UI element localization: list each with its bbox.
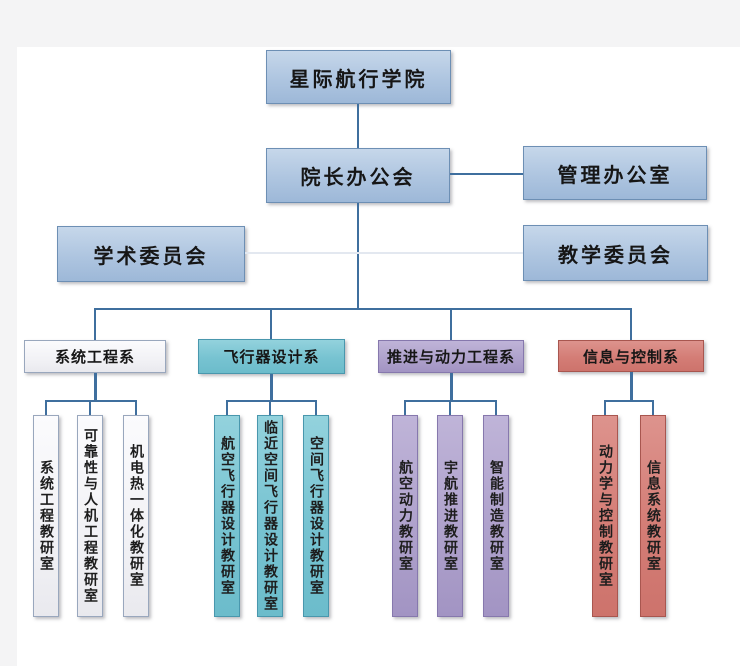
vertical-label: 空间飞行器设计教研室 — [308, 436, 324, 596]
page-margin-left — [0, 47, 17, 666]
node-office-astronautic-propulsion: 宇航推进教研室 — [437, 415, 463, 617]
node-office-near-space-vehicle-design: 临近空间飞行器设计教研室 — [257, 415, 283, 617]
connector-bar-dept-4 — [604, 400, 654, 402]
connector-drop-2-3 — [315, 400, 317, 415]
connector-stem-dept-2 — [270, 374, 273, 400]
node-office-aeronautical-vehicle-design: 航空飞行器设计教研室 — [214, 415, 240, 617]
node-dept-aircraft-design: 飞行器设计系 — [198, 339, 345, 374]
connector-drop-3-2 — [449, 400, 451, 415]
connector-department-bus — [95, 308, 632, 310]
node-office-systems-engineering: 系统工程教研室 — [33, 415, 59, 617]
node-college: 星际航行学院 — [266, 50, 451, 104]
connector-stem-dept-4 — [630, 372, 633, 400]
vertical-label: 航空动力教研室 — [397, 460, 413, 572]
node-dept-propulsion-power: 推进与动力工程系 — [378, 340, 524, 373]
page-margin-top — [0, 0, 740, 47]
connector-drop-1-3 — [135, 400, 137, 415]
connector-drop-4-2 — [652, 400, 654, 415]
vertical-label: 宇航推进教研室 — [442, 460, 458, 572]
vertical-label: 航空飞行器设计教研室 — [219, 436, 235, 596]
connector-drop-1-2 — [89, 400, 91, 415]
connector-dean-admin — [450, 173, 523, 175]
connector-drop-3-1 — [404, 400, 406, 415]
connector-drop-1-1 — [45, 400, 47, 415]
connector-stem-dept-1 — [94, 373, 97, 400]
node-dean-office: 院长办公会 — [266, 148, 450, 203]
node-office-space-vehicle-design: 空间飞行器设计教研室 — [303, 415, 329, 617]
node-office-reliability-human-machine: 可靠性与人机工程教研室 — [77, 415, 103, 617]
connector-bar-dept-1 — [45, 400, 137, 402]
node-office-dynamics-control: 动力学与控制教研室 — [592, 415, 618, 617]
connector-drop-2-2 — [269, 400, 271, 415]
connector-drop-4-1 — [604, 400, 606, 415]
vertical-label: 信息系统教研室 — [645, 460, 661, 572]
node-office-intelligent-manufacturing: 智能制造教研室 — [483, 415, 509, 617]
connector-drop-3-3 — [495, 400, 497, 415]
connector-stem-dept-3 — [450, 373, 453, 400]
connector-drop-dept-2 — [270, 308, 272, 339]
connector-root-dean — [357, 104, 359, 148]
node-admin-office: 管理办公室 — [523, 146, 707, 200]
node-teaching-committee: 教学委员会 — [523, 225, 708, 281]
vertical-label: 临近空间飞行器设计教研室 — [262, 420, 278, 612]
node-dept-information-control: 信息与控制系 — [558, 340, 704, 372]
connector-drop-dept-4 — [630, 308, 632, 340]
node-office-information-systems: 信息系统教研室 — [640, 415, 666, 617]
vertical-label: 机电热一体化教研室 — [128, 444, 144, 588]
node-dept-systems-engineering: 系统工程系 — [24, 340, 166, 373]
connector-committees — [245, 252, 523, 254]
connector-drop-2-1 — [226, 400, 228, 415]
vertical-label: 动力学与控制教研室 — [597, 444, 613, 588]
node-academic-committee: 学术委员会 — [57, 226, 245, 282]
node-office-aviation-power: 航空动力教研室 — [392, 415, 418, 617]
connector-drop-dept-1 — [94, 308, 96, 340]
connector-drop-dept-3 — [450, 308, 452, 340]
connector-dean-bus — [357, 203, 359, 308]
connector-bar-dept-2 — [226, 400, 317, 402]
vertical-label: 系统工程教研室 — [38, 460, 54, 572]
vertical-label: 可靠性与人机工程教研室 — [82, 428, 98, 604]
vertical-label: 智能制造教研室 — [488, 460, 504, 572]
node-office-mechatronic-thermal: 机电热一体化教研室 — [123, 415, 149, 617]
